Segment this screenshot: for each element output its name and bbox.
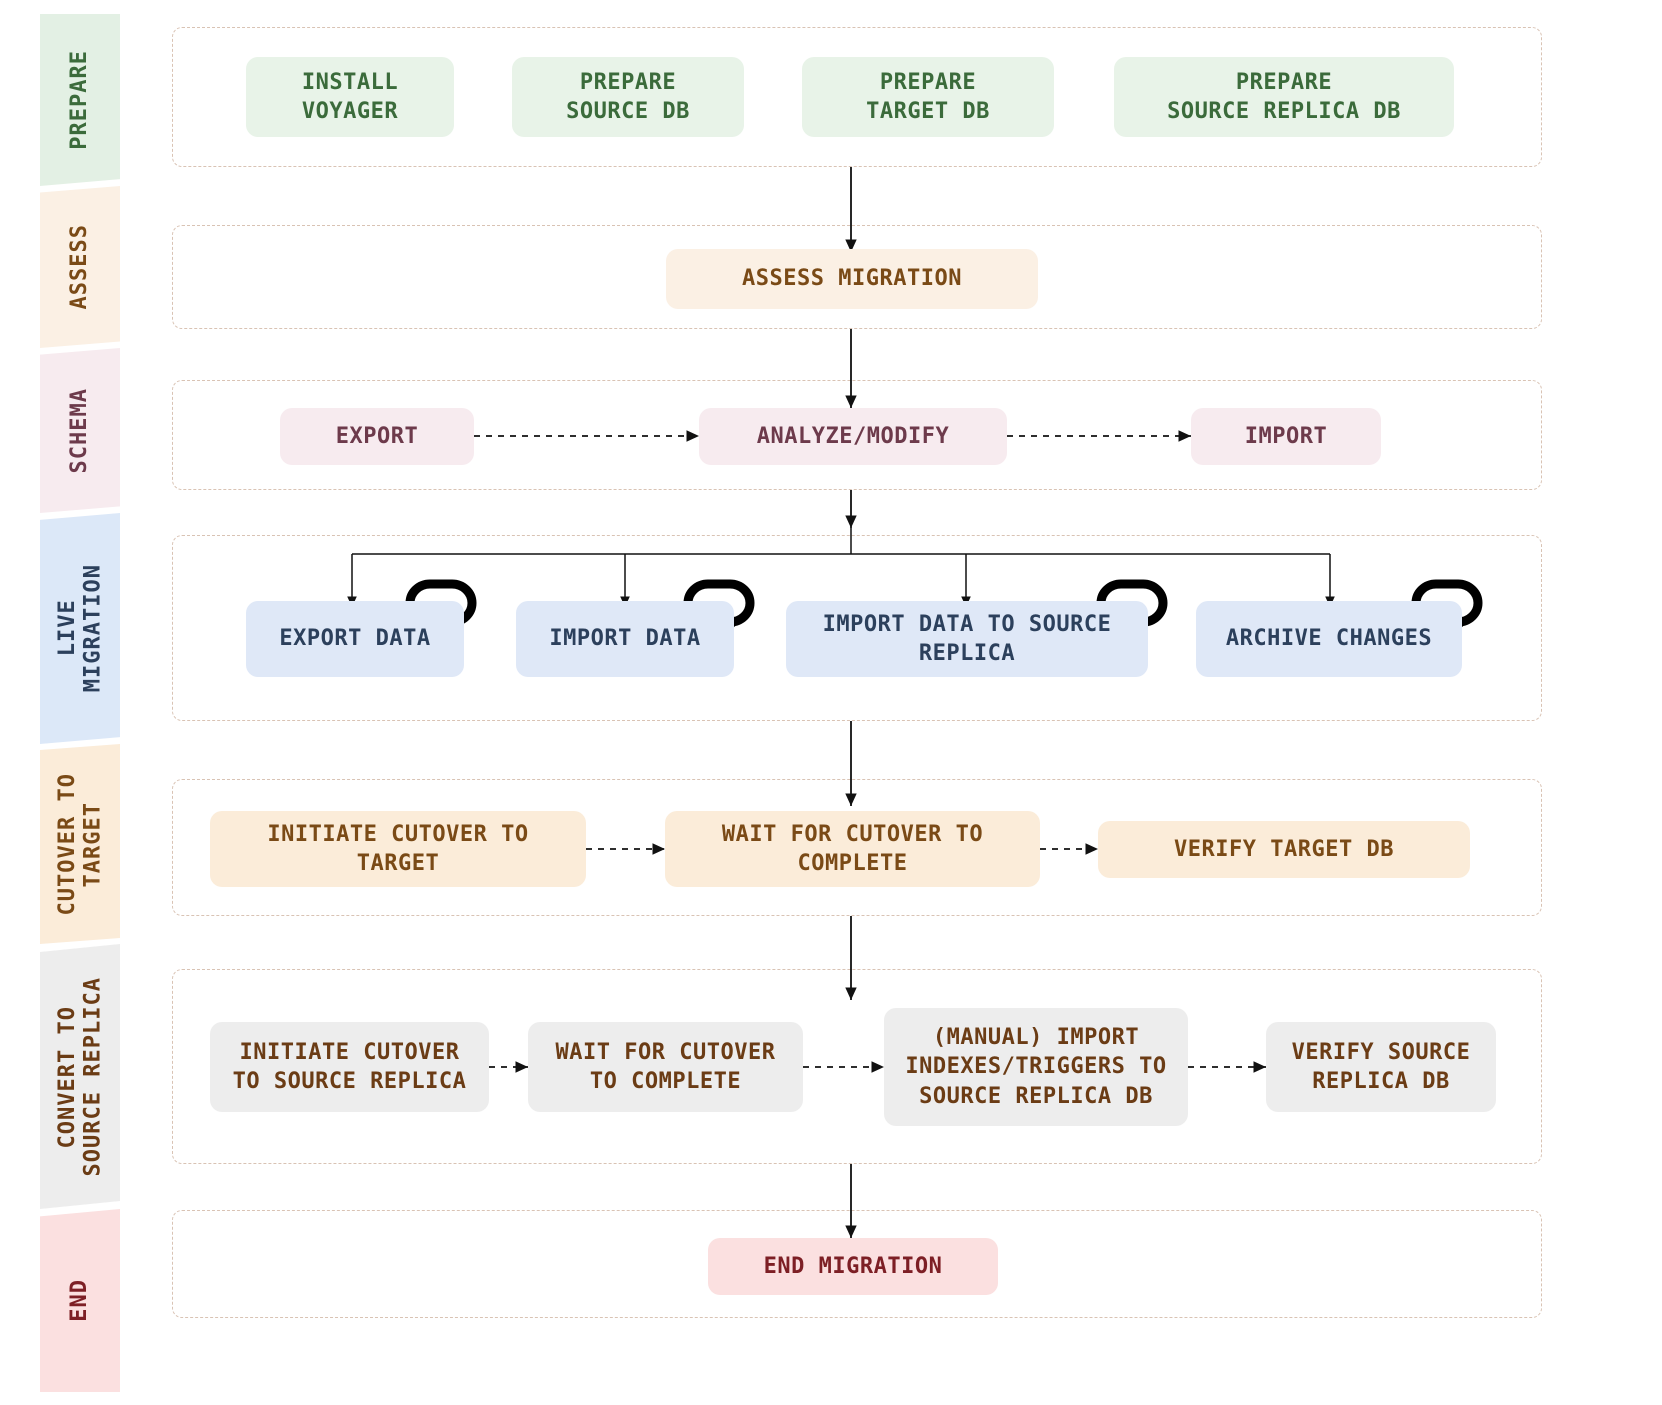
node-prepare-source-replica-db[interactable]: PREPARE SOURCE REPLICA DB: [1114, 57, 1454, 137]
swimlane-label-convert-to-source-replica: CONVERT TO SOURCE REPLICA: [54, 976, 105, 1177]
node-import-data[interactable]: IMPORT DATA: [516, 601, 734, 677]
node-install-voyager[interactable]: INSTALL VOYAGER: [246, 57, 454, 137]
node-export[interactable]: EXPORT: [280, 408, 474, 465]
node-wait-for-cutover-to-complete-2[interactable]: WAIT FOR CUTOVER TO COMPLETE: [528, 1022, 803, 1112]
swimlane-live-migration: LIVE MIGRATION: [40, 513, 120, 744]
node-initiate-cutover-to-source-replica[interactable]: INITIATE CUTOVER TO SOURCE REPLICA: [210, 1022, 489, 1112]
node-manual-import-indexes-triggers[interactable]: (MANUAL) IMPORT INDEXES/TRIGGERS TO SOUR…: [884, 1008, 1188, 1126]
node-wait-for-cutover-to-complete[interactable]: WAIT FOR CUTOVER TO COMPLETE: [665, 811, 1040, 887]
swimlane-schema: SCHEMA: [40, 348, 120, 513]
node-analyze-modify[interactable]: ANALYZE/MODIFY: [699, 408, 1007, 465]
swimlane-cutover-to-target: CUTOVER TO TARGET: [40, 744, 120, 944]
node-archive-changes[interactable]: ARCHIVE CHANGES: [1196, 601, 1462, 677]
swimlane-column: PREPARE ASSESS SCHEMA LIVE MIGRATION CUT…: [40, 14, 120, 1392]
swimlane-label-schema: SCHEMA: [67, 387, 93, 474]
swimlane-label-prepare: PREPARE: [67, 50, 93, 150]
node-verify-target-db[interactable]: VERIFY TARGET DB: [1098, 821, 1470, 878]
node-initiate-cutover-to-target[interactable]: INITIATE CUTOVER TO TARGET: [210, 811, 586, 887]
node-import[interactable]: IMPORT: [1191, 408, 1381, 465]
node-export-data[interactable]: EXPORT DATA: [246, 601, 464, 677]
swimlane-label-cutover-to-target: CUTOVER TO TARGET: [54, 772, 105, 916]
node-verify-source-replica-db[interactable]: VERIFY SOURCE REPLICA DB: [1266, 1022, 1496, 1112]
node-assess-migration[interactable]: ASSESS MIGRATION: [666, 249, 1038, 309]
node-import-data-to-source-replica[interactable]: IMPORT DATA TO SOURCE REPLICA: [786, 601, 1148, 677]
swimlane-convert-to-source-replica: CONVERT TO SOURCE REPLICA: [40, 944, 120, 1209]
swimlane-label-live-migration: LIVE MIGRATION: [54, 564, 105, 693]
swimlane-label-end: END: [67, 1279, 93, 1322]
swimlane-label-assess: ASSESS: [67, 224, 93, 310]
node-prepare-source-db[interactable]: PREPARE SOURCE DB: [512, 57, 744, 137]
node-end-migration[interactable]: END MIGRATION: [708, 1238, 998, 1295]
swimlane-assess: ASSESS: [40, 186, 120, 348]
node-prepare-target-db[interactable]: PREPARE TARGET DB: [802, 57, 1054, 137]
swimlane-end: END: [40, 1209, 120, 1392]
swimlane-prepare: PREPARE: [40, 14, 120, 186]
